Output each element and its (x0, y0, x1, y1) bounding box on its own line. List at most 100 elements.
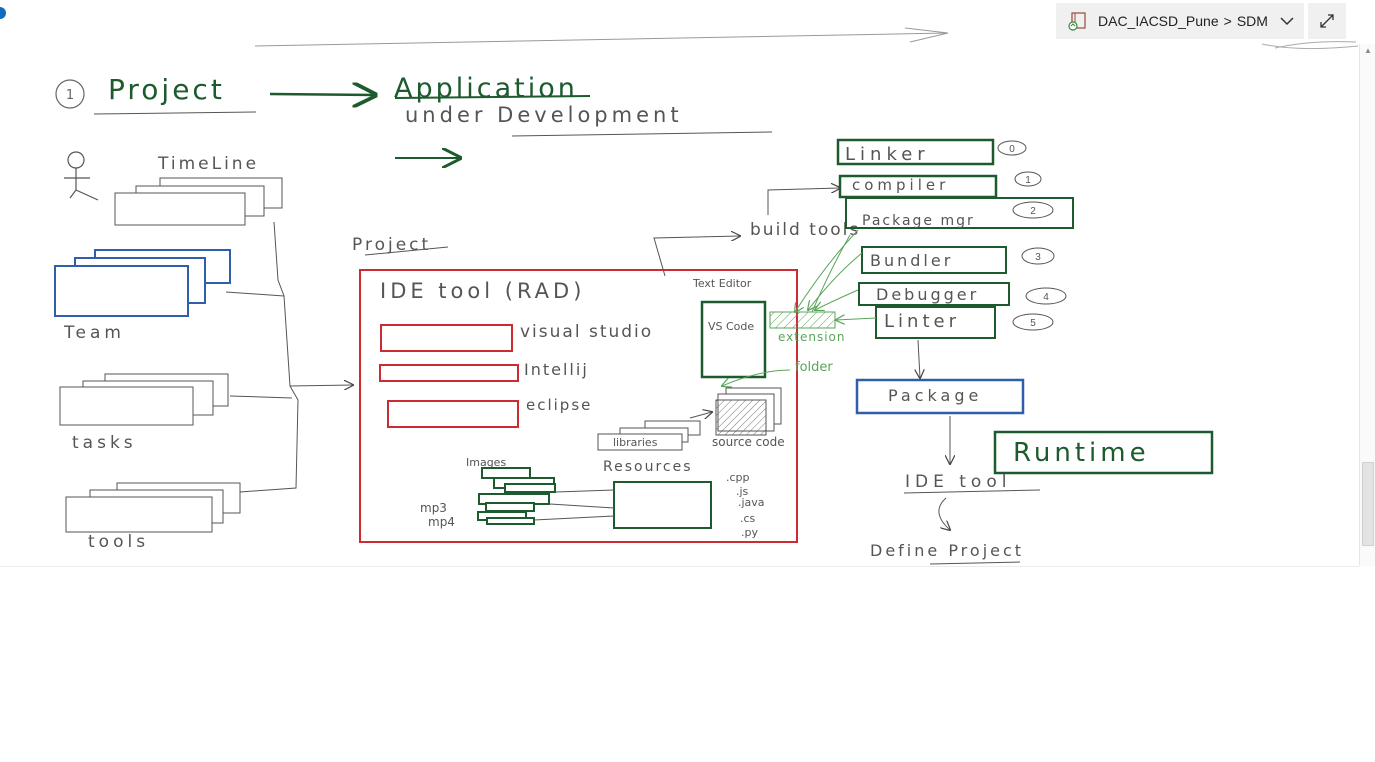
breadcrumb-notebook[interactable]: DAC_IACSD_Pune (1098, 13, 1219, 29)
package-text: Package (888, 386, 982, 405)
visual-studio-box (380, 324, 513, 352)
libraries-stack (597, 420, 701, 451)
breadcrumb-section[interactable]: SDM (1236, 13, 1268, 29)
vs-code-text: VS Code (708, 320, 754, 333)
tools-stack (65, 482, 241, 533)
ext-cs: .cs (740, 512, 756, 525)
image-stack (477, 467, 556, 525)
package-box (855, 378, 1025, 415)
badge-1-text: 1 (1025, 175, 1031, 186)
define-project-text: Define Project (870, 541, 1024, 560)
linker-box (836, 138, 995, 166)
badge-2 (1012, 201, 1054, 219)
package-mgr-text: Package mgr (862, 213, 975, 229)
badge-2-text: 2 (1030, 206, 1036, 217)
resource-lines (533, 489, 615, 521)
badge-5 (1012, 313, 1054, 331)
debugger-box (858, 282, 1010, 306)
expand-button[interactable] (1308, 3, 1346, 39)
compiler-text: compiler (852, 176, 949, 194)
mp4-text: mp4 (428, 515, 455, 529)
libraries-to-source-arrow (689, 412, 712, 418)
define-project-underline (929, 561, 1021, 565)
team-label: Team (63, 323, 125, 343)
person-figure (64, 151, 99, 201)
timeline-text: TimeLine (157, 154, 259, 174)
ext-py: .py (741, 526, 758, 539)
build-to-compiler-arrow (767, 188, 840, 215)
resources-text: Resources (603, 459, 693, 475)
corner-scribble (1261, 41, 1359, 50)
num1-text: 1 (66, 88, 74, 103)
number-circle-1 (55, 79, 85, 109)
ide-tool-rad-text: IDE tool (RAD) (380, 279, 585, 303)
expand-icon (1320, 14, 1334, 28)
team-stack (54, 249, 231, 317)
text-editor-text: Text Editor (692, 277, 752, 290)
linker-text: Linker (845, 144, 930, 165)
tasks-stack (59, 373, 229, 426)
bundler-box (861, 246, 1007, 274)
source-code-stack (715, 387, 782, 436)
visual-studio-text: visual studio (520, 322, 653, 342)
linter-text: Linter (884, 311, 960, 332)
notebook-icon (1068, 12, 1086, 31)
extension-hatch (769, 311, 836, 329)
project-small-text: Project (352, 235, 431, 255)
project-underline (93, 111, 257, 115)
extension-text: extension (778, 330, 846, 344)
ide-outer-box (359, 269, 798, 543)
folder-arrow (722, 369, 791, 386)
ide-to-define-arrow (938, 497, 950, 530)
source-code-text: source code (712, 435, 785, 449)
ide-tool-text: IDE tool (905, 472, 1011, 492)
application-text: Application (394, 73, 578, 104)
tools-label: tools (88, 532, 149, 552)
intellij-box (379, 364, 519, 382)
vertical-scrollbar[interactable]: ▲ (1359, 44, 1375, 566)
nav-indicator-dot (0, 7, 6, 19)
folder-text: folder (795, 360, 833, 375)
scroll-up-arrow-icon[interactable]: ▲ (1364, 46, 1372, 55)
images-text: Images (466, 456, 506, 469)
badge-0 (997, 140, 1027, 156)
ext-js: .js (736, 485, 749, 498)
build-text: build tools (750, 220, 860, 240)
badge-4 (1025, 287, 1067, 305)
breadcrumb-separator: > (1223, 13, 1232, 29)
resources-box (613, 481, 712, 529)
badge-4-text: 4 (1043, 292, 1049, 303)
breadcrumb[interactable]: DAC_IACSD_Pune > SDM (1056, 3, 1304, 39)
runtime-text: Runtime (1013, 438, 1150, 468)
top-guide-arrowhead (904, 27, 949, 43)
top-guide-line (254, 32, 949, 47)
application-underline (394, 95, 591, 99)
ext-java: .java (738, 496, 765, 509)
development-underline (511, 131, 773, 137)
scrollbar-thumb[interactable] (1362, 462, 1374, 546)
package-mgr-box (845, 197, 1074, 229)
page-bottom-divider (0, 566, 1359, 567)
debugger-text: Debugger (876, 285, 979, 304)
badge-1 (1014, 171, 1042, 187)
project-title: Project (108, 73, 225, 106)
vscode-box (700, 300, 767, 379)
project-arrow (269, 94, 375, 95)
eclipse-box (387, 400, 519, 428)
chevron-down-icon[interactable] (1280, 13, 1294, 29)
timeline-stack (114, 177, 283, 226)
ide-to-build-arrow (653, 236, 740, 277)
badge-5-text: 5 (1030, 318, 1036, 329)
linter-box (875, 306, 996, 339)
badge-3 (1021, 247, 1055, 265)
bracket-arrow (289, 385, 353, 386)
ext-cpp: .cpp (726, 471, 750, 484)
eclipse-text: eclipse (526, 396, 592, 414)
extension-arrows (795, 229, 877, 320)
intellij-text: Intellij (524, 360, 589, 379)
linter-to-package-arrow (918, 339, 920, 378)
runtime-box (993, 430, 1214, 475)
libraries-text: libraries (613, 436, 658, 449)
mp3-text: mp3 (420, 501, 447, 515)
